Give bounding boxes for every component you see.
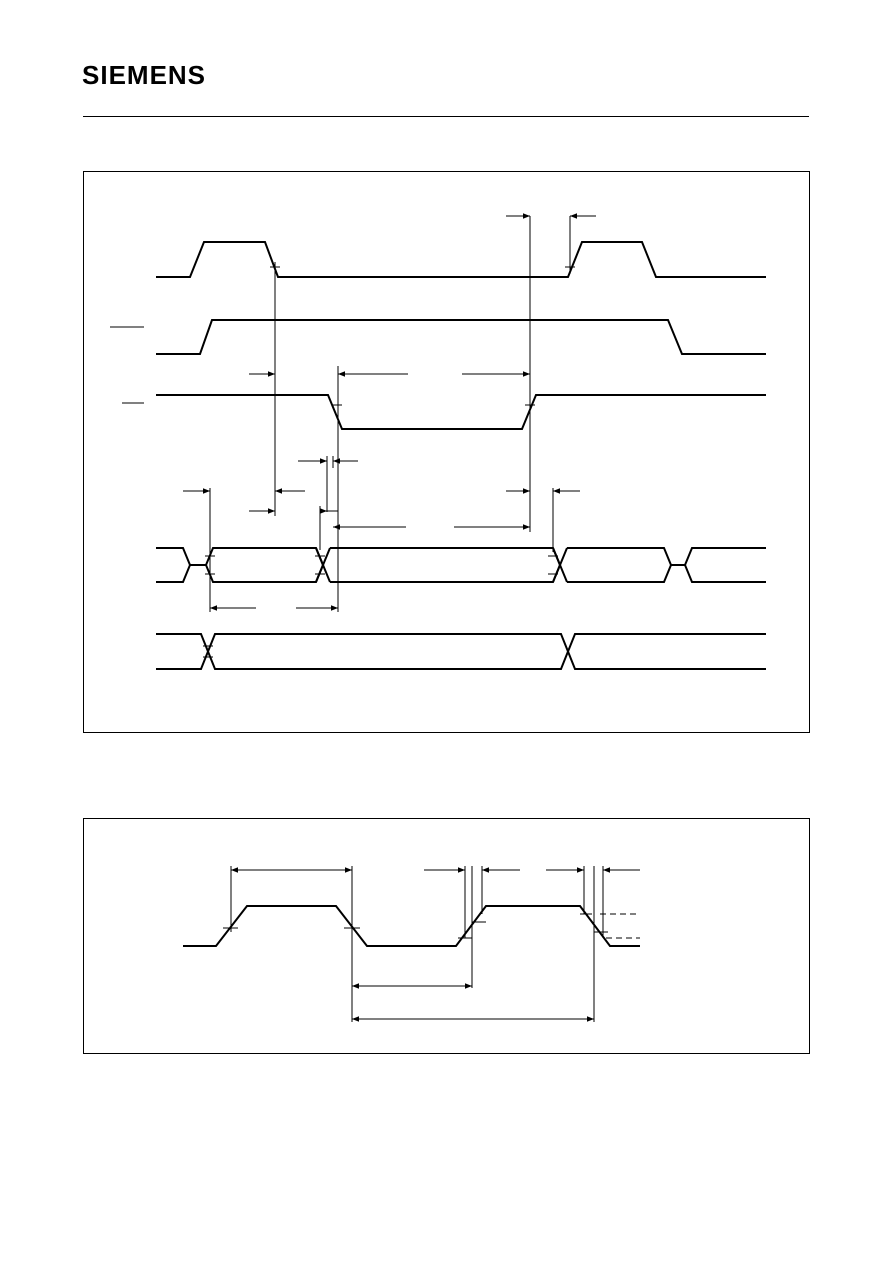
signal-clock-waveform — [156, 241, 766, 278]
clock-ticks — [223, 913, 608, 939]
dimension-arrows — [183, 213, 596, 611]
crossing-ticks — [203, 266, 575, 658]
clock-waveform — [183, 905, 640, 947]
siemens-logo: SIEMENS — [82, 60, 207, 90]
clock-timing-diagram — [183, 866, 640, 1022]
signal-strobe-2-waveform — [156, 394, 766, 430]
signal-strobe-1-waveform — [156, 319, 766, 355]
clock-diagram-frame — [83, 818, 810, 1054]
timing-diagram-frame — [83, 171, 810, 733]
bus-timing-diagram — [110, 213, 766, 670]
header-rule — [83, 116, 809, 117]
reference-lines — [209, 216, 571, 612]
clock-reference-lines — [230, 866, 604, 1022]
clock-dimension-arrows — [231, 867, 640, 1022]
signal-data-bus-1 — [156, 547, 766, 583]
signal-data-bus-2 — [156, 633, 766, 670]
